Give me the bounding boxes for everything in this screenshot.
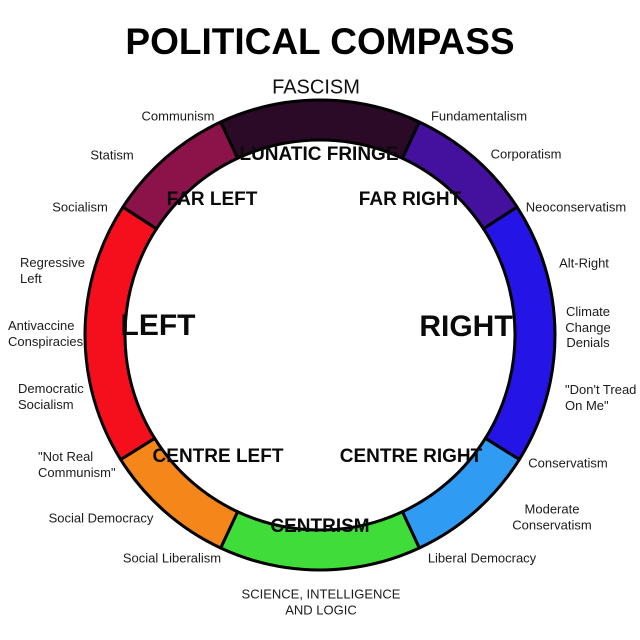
label-regressive-left: Regressive Left [20,255,86,286]
label-social-democracy: Social Democracy [48,510,154,526]
label-fascism: FASCISM [272,76,360,99]
label-alt-right: Alt-Right [559,255,609,271]
label-dont-tread-on-me: "Don't Tread On Me" [565,382,637,413]
label-neoconservatism: Neoconservatism [525,199,627,215]
label-corporatism: Corporatism [490,146,562,162]
label-left: LEFT [120,309,196,342]
label-moderate-conservatism: Moderate Conservatism [512,501,592,533]
label-right: RIGHT [419,310,513,343]
label-social-liberalism: Social Liberalism [122,550,222,566]
segment-far-left [121,120,240,231]
label-conservatism: Conservatism [528,455,608,471]
label-antivaccine-conspiracies: Antivaccine Conspiracies [8,318,84,349]
segment-far-right [400,120,519,231]
label-socialism: Socialism [52,199,108,215]
label-liberal-democracy: Liberal Democracy [427,550,537,566]
label-communism: Communism [141,108,215,124]
label-science-intelligence-logic: SCIENCE, INTELLIGENCE AND LOGIC [241,586,401,618]
page-title: POLITICAL COMPASS [125,21,515,62]
label-centre-right: CENTRE RIGHT [339,446,483,467]
label-centrism: CENTRISM [270,516,370,537]
label-fundamentalism: Fundamentalism [430,108,528,124]
label-far-left: FAR LEFT [166,189,258,210]
label-climate-change-denials: Climate Change Denials [565,303,611,350]
label-not-real-communism: "Not Real Communism" [38,449,116,480]
label-lunatic-fringe: LUNATIC FRINGE [239,144,399,165]
label-statism: Statism [90,147,134,163]
label-far-right: FAR RIGHT [358,189,462,210]
label-centre-left: CENTRE LEFT [152,446,284,467]
label-democratic-socialism: Democratic Socialism [18,381,84,412]
